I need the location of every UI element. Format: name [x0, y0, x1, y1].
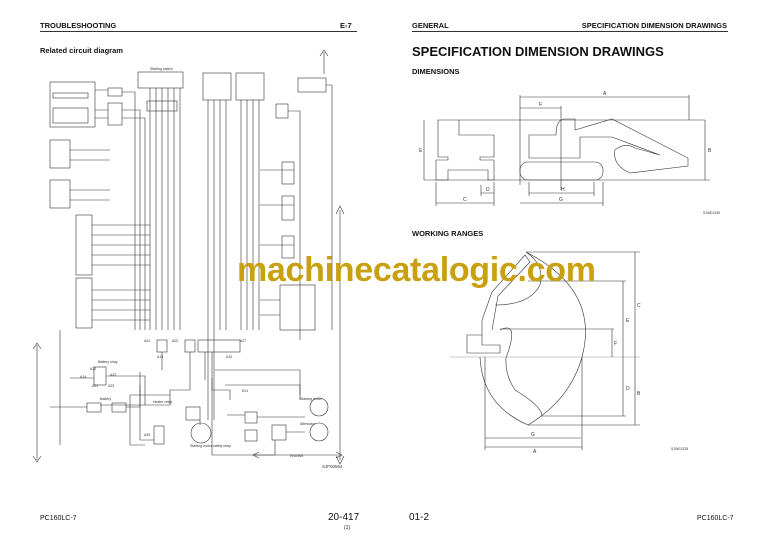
- dim-label-g: G: [559, 197, 563, 203]
- dim-label-d: D: [486, 187, 490, 193]
- circuit-figure-code: SJF00564: [322, 464, 343, 469]
- range-label-g: G: [531, 432, 535, 438]
- circuit-diagram-title: Related circuit diagram: [40, 46, 123, 55]
- side-view-body: [528, 118, 689, 174]
- right-footer-model: PC160LC-7: [697, 515, 734, 522]
- right-header-rule: [412, 31, 728, 32]
- label-a10: A10: [226, 355, 232, 359]
- label-a23: A23: [108, 384, 114, 388]
- circuit-wires: [32, 49, 345, 465]
- right-page-number: 01-2: [409, 512, 430, 523]
- working-envelope-inner: [494, 251, 543, 416]
- dim-label-f: F: [539, 102, 542, 108]
- dim-label-h: H: [561, 187, 565, 193]
- label-heater-relay: Heater relay: [153, 400, 172, 404]
- label-a20: A20: [90, 367, 96, 371]
- dimensions-heading: DIMENSIONS: [412, 67, 460, 76]
- page-title: SPECIFICATION DIMENSION DRAWINGS: [412, 44, 664, 59]
- machine-outline: [466, 254, 531, 354]
- left-footer-model: PC160LC-7: [40, 515, 77, 522]
- range-label-a: A: [533, 449, 537, 455]
- range-label-b: B: [637, 391, 641, 397]
- label-a01: A01: [144, 339, 150, 343]
- range-label-d: D: [626, 386, 630, 392]
- left-page-number: 20-417: [328, 512, 360, 523]
- left-header-code: E-7: [340, 21, 352, 30]
- range-label-c: C: [637, 303, 641, 309]
- dim-label-e: E: [419, 148, 423, 154]
- dimensions-figure-code: SJW01330: [703, 211, 720, 215]
- left-header-title: TROUBLESHOOTING: [40, 21, 117, 30]
- label-a02: A02: [172, 339, 178, 343]
- dim-label-c: C: [463, 197, 467, 203]
- label-a13: A13: [157, 355, 163, 359]
- working-envelope-outer: [479, 251, 586, 426]
- label-alternator: Alternator: [300, 422, 316, 426]
- range-label-e: E: [626, 318, 630, 324]
- label-starting-motor: Starting motor: [300, 397, 323, 401]
- right-header-section: GENERAL: [412, 21, 449, 30]
- label-a25: A25: [144, 433, 150, 437]
- label-battery-relay: Battery relay: [98, 360, 118, 364]
- label-e01: E01: [242, 389, 248, 393]
- label-a21: A21: [92, 384, 98, 388]
- watermark: machinecatalogic.com: [237, 251, 596, 289]
- label-a27: A27: [240, 339, 246, 343]
- dim-label-a: A: [603, 91, 607, 97]
- label-battery: Battery: [100, 397, 111, 401]
- working-figure-code: SJW01328: [671, 447, 688, 451]
- label-starting-switch: Starting switch: [150, 67, 173, 71]
- label-a22: A22: [110, 373, 116, 377]
- left-page-sub: (1): [344, 525, 351, 531]
- left-header-rule: [40, 31, 357, 32]
- dim-label-b: B: [708, 148, 712, 154]
- range-label-f: F: [614, 341, 617, 347]
- label-safety-relay: Starting motor safety relay: [190, 444, 231, 448]
- label-engine: ENGINE: [290, 454, 304, 458]
- label-a14: A14: [80, 375, 86, 379]
- working-ranges-heading: WORKING RANGES: [412, 229, 484, 238]
- right-header-title: SPECIFICATION DIMENSION DRAWINGS: [581, 21, 727, 30]
